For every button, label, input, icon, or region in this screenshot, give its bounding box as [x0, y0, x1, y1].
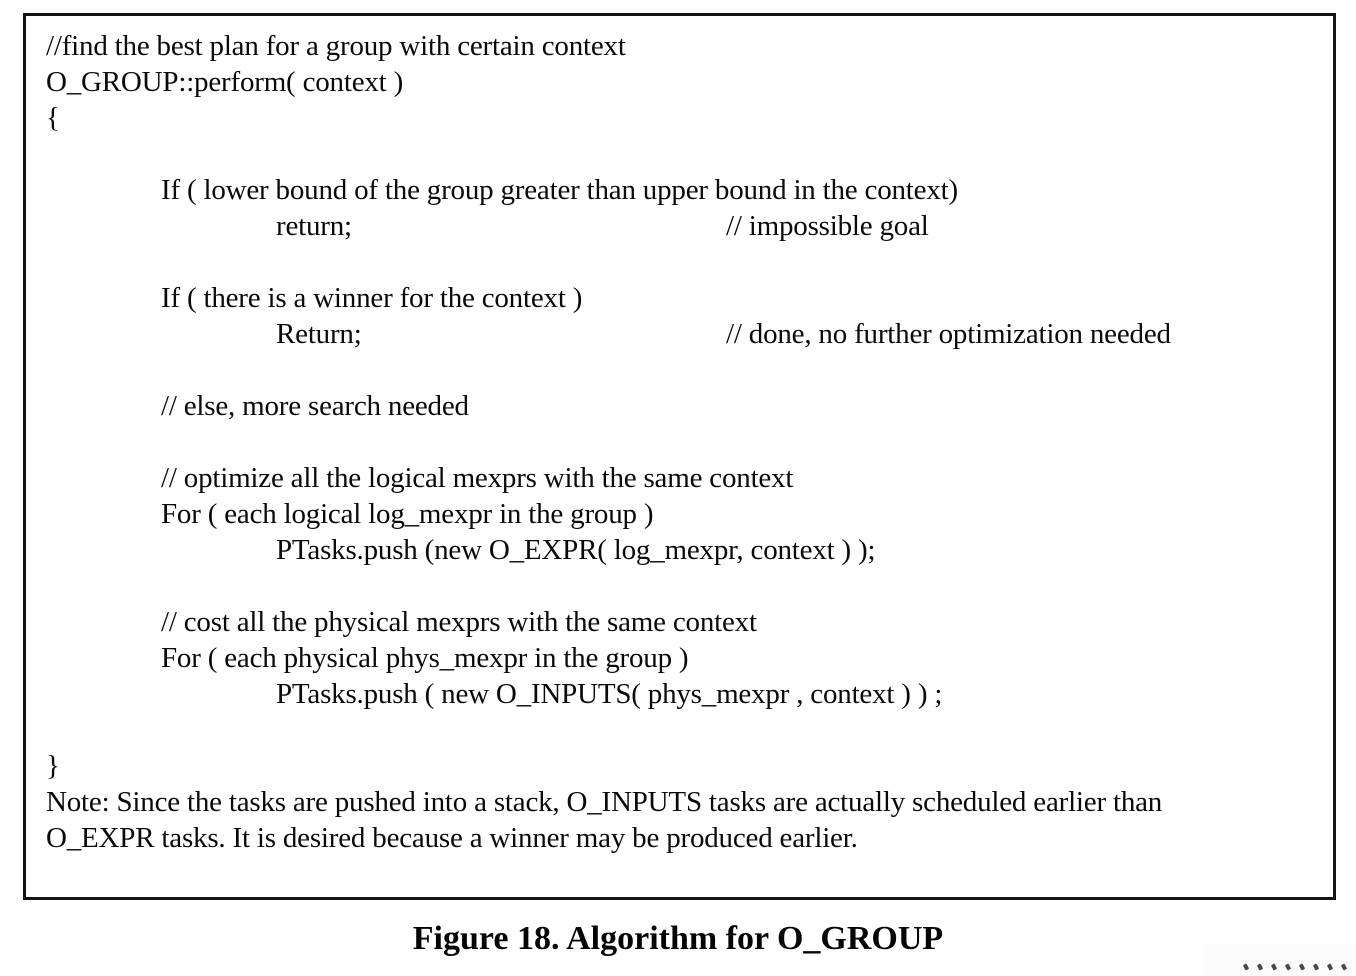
code-text: O_GROUP::perform( context ): [46, 66, 404, 98]
code-text: PTasks.push ( new O_INPUTS( phys_mexpr ,…: [276, 678, 943, 710]
code-line: O_GROUP::perform( context ): [46, 64, 1313, 100]
code-line: If ( lower bound of the group greater th…: [46, 172, 1313, 208]
code-line: // cost all the physical mexprs with the…: [46, 604, 1313, 640]
blank-line: [46, 352, 1313, 388]
cutoff-glyph-mark: [1298, 963, 1306, 971]
code-line: }: [46, 748, 1313, 784]
code-line: return; // impossible goal: [46, 208, 1313, 244]
code-text: Note: Since the tasks are pushed into a …: [46, 786, 1163, 818]
code-text: If ( there is a winner for the context ): [161, 282, 583, 314]
code-text: {: [46, 102, 60, 134]
figure-caption: Figure 18. Algorithm for O_GROUP: [412, 920, 944, 957]
code-line: Note: Since the tasks are pushed into a …: [46, 784, 1313, 820]
code-line: //find the best plan for a group with ce…: [46, 28, 1313, 64]
cutoff-text-artifact: [1203, 944, 1356, 976]
code-text: // else, more search needed: [161, 390, 469, 422]
inline-comment: // done, no further optimization needed: [726, 318, 1171, 350]
inline-comment: // impossible goal: [726, 210, 929, 242]
cutoff-glyph-mark: [1312, 963, 1320, 971]
pseudocode-lines: //find the best plan for a group with ce…: [46, 28, 1313, 856]
code-text: // cost all the physical mexprs with the…: [161, 606, 757, 638]
code-line: O_EXPR tasks. It is desired because a wi…: [46, 820, 1313, 856]
code-line: If ( there is a winner for the context ): [46, 280, 1313, 316]
code-line: {: [46, 100, 1313, 136]
code-text: If ( lower bound of the group greater th…: [161, 174, 958, 206]
cutoff-glyph-mark: [1340, 963, 1348, 971]
code-text: //find the best plan for a group with ce…: [46, 30, 626, 62]
code-text: PTasks.push (new O_EXPR( log_mexpr, cont…: [276, 534, 876, 566]
code-line: Return; // done, no further optimization …: [46, 316, 1313, 352]
code-text: }: [46, 750, 60, 782]
code-text: return;: [276, 210, 352, 242]
cutoff-glyph-mark: [1284, 963, 1292, 971]
code-text: Return;: [276, 318, 362, 350]
cutoff-glyph-mark: [1326, 963, 1334, 971]
blank-line: [46, 424, 1313, 460]
code-line: // else, more search needed: [46, 388, 1313, 424]
blank-line: [46, 712, 1313, 748]
code-line: // optimize all the logical mexprs with …: [46, 460, 1313, 496]
code-text: For ( each logical log_mexpr in the grou…: [161, 498, 654, 530]
code-line: PTasks.push (new O_EXPR( log_mexpr, cont…: [46, 532, 1313, 568]
blank-line: [46, 568, 1313, 604]
code-line: For ( each physical phys_mexpr in the gr…: [46, 640, 1313, 676]
code-line: For ( each logical log_mexpr in the grou…: [46, 496, 1313, 532]
blank-line: [46, 136, 1313, 172]
code-text: For ( each physical phys_mexpr in the gr…: [161, 642, 689, 674]
cutoff-glyph-mark: [1242, 963, 1250, 971]
blank-line: [46, 244, 1313, 280]
algorithm-figure-box: //find the best plan for a group with ce…: [23, 13, 1336, 900]
cutoff-glyph-mark: [1270, 963, 1278, 971]
code-text: // optimize all the logical mexprs with …: [161, 462, 794, 494]
cutoff-glyph-mark: [1256, 963, 1264, 971]
code-text: O_EXPR tasks. It is desired because a wi…: [46, 822, 858, 854]
code-line: PTasks.push ( new O_INPUTS( phys_mexpr ,…: [46, 676, 1313, 712]
